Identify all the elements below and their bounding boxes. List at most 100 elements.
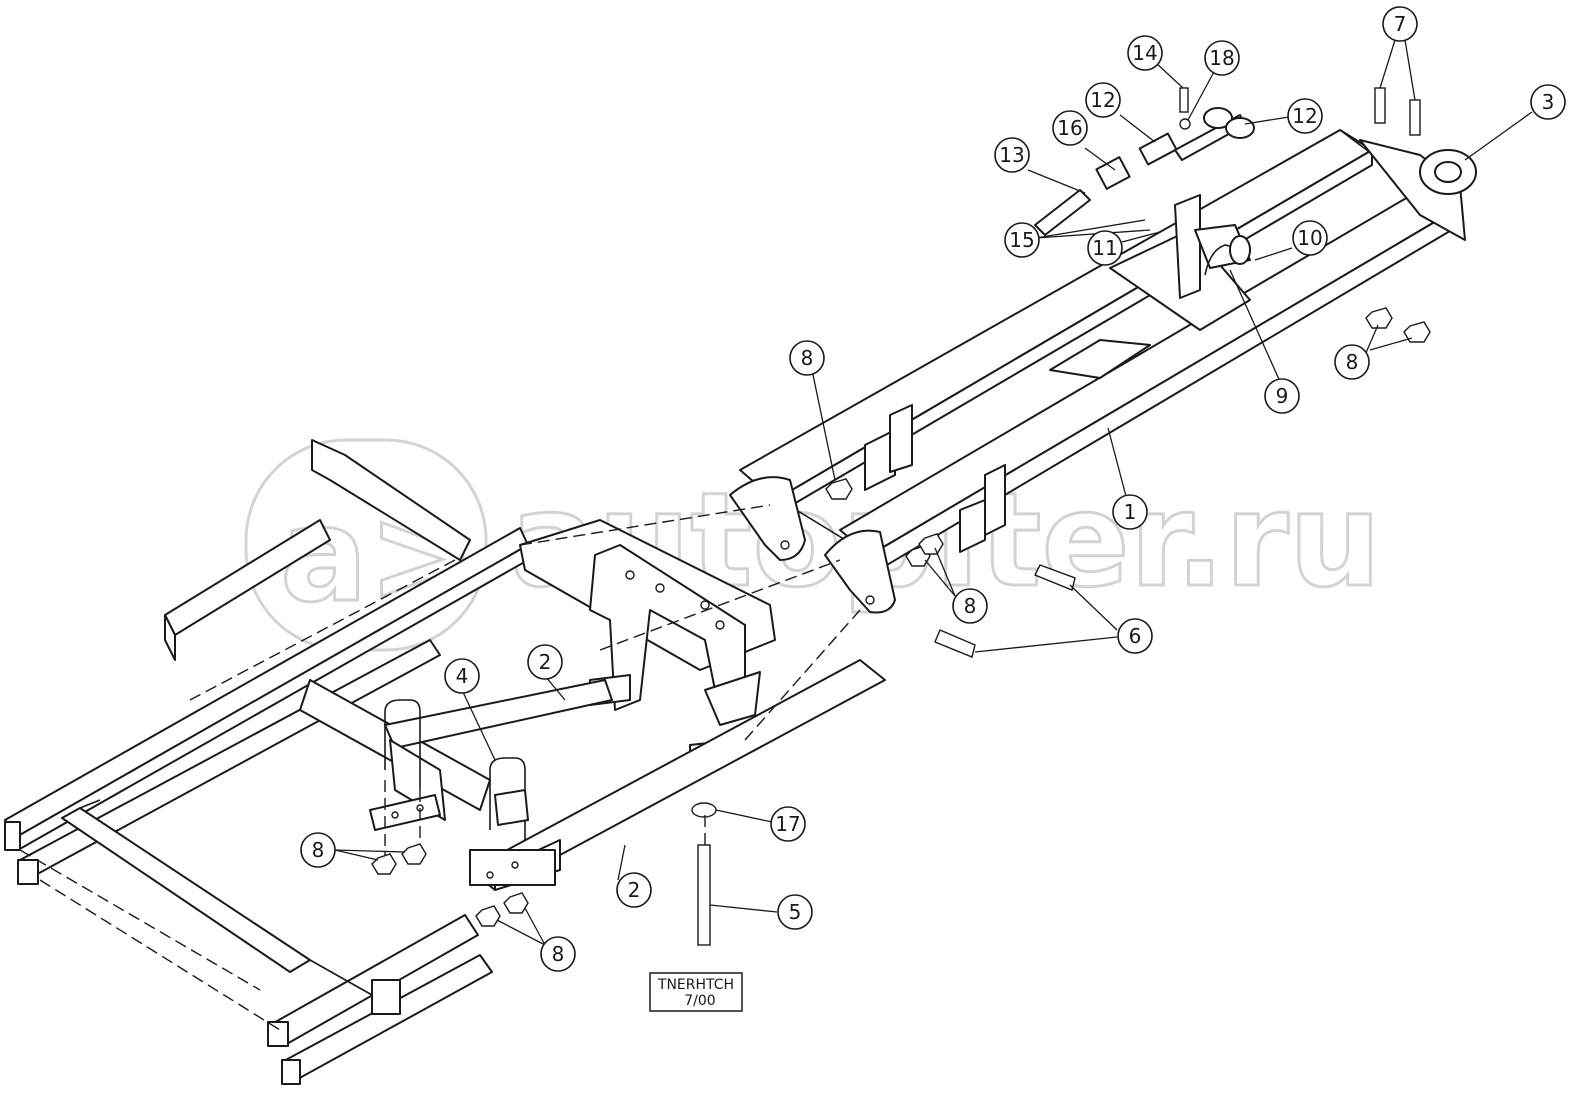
bolt-5 [697,844,711,946]
callout-9: 9 [1264,378,1300,414]
callout-8-a-label: 8 [801,346,814,370]
callout-6: 6 [1117,618,1153,654]
callout-17-label: 17 [775,812,800,836]
callout-12-a: 12 [1085,82,1121,118]
callout-4: 4 [444,658,480,694]
plate-left [369,794,441,831]
cross-bar-3 [311,439,471,561]
nut-8-front-b [1403,321,1431,343]
callout-3-label: 3 [1542,90,1555,114]
callout-18-label: 18 [1209,46,1234,70]
rail-lower-end [17,859,39,885]
rail-upper-side [17,544,529,851]
hose-13 [1034,189,1091,236]
u-bolt-b-bracket [494,789,529,826]
upright-3 [959,499,986,553]
callout-8-b-label: 8 [1346,350,1359,374]
assembly-lines [19,504,861,1031]
bolt-7-b [1409,99,1421,136]
bolt-14 [1179,87,1189,113]
jack-coupler [1229,235,1251,265]
washer-17 [691,802,717,818]
ladder-frame [4,439,529,1085]
hitch-plate [589,544,746,716]
nut-8-lower-b [503,892,529,914]
callout-9-label: 9 [1276,384,1289,408]
upright-4 [984,464,1006,536]
callout-17: 17 [770,806,806,842]
leaders [334,39,1533,946]
upright-1 [864,429,896,491]
strut-1-end [267,1021,289,1047]
callout-15: 15 [1004,222,1040,258]
callout-11: 11 [1087,230,1123,266]
callout-2-a-label: 2 [539,650,552,674]
hardware [371,87,1431,946]
callout-10: 10 [1292,220,1328,256]
callout-6-label: 6 [1129,624,1142,648]
callout-5-label: 5 [789,900,802,924]
callout-4-label: 4 [456,664,469,688]
callout-8-c-label: 8 [964,594,977,618]
bolt-6-b [934,629,976,658]
callout-7-label: 7 [1394,12,1407,36]
nut-8-left-a [371,853,397,875]
u-bolts [384,699,529,840]
rail-lower [19,639,441,879]
callout-13: 13 [994,137,1030,173]
callout-14-label: 14 [1132,41,1157,65]
jack-assembly [1034,87,1255,299]
callout-8-a: 8 [789,340,825,376]
fitting-12 [1138,132,1178,166]
upright-2 [889,404,913,473]
ring-18-b [1225,117,1255,139]
nut-8-front-a [1365,307,1393,329]
u-bolt-a [384,699,421,790]
nut-8-left-b [401,843,427,865]
callouts: 14 18 7 12 12 3 13 16 15 11 10 8 8 9 1 8… [300,6,1566,972]
callout-8-d-label: 8 [312,838,325,862]
strut-socket [371,979,401,1015]
callout-2-b-label: 2 [628,878,641,902]
bolt-7-a [1374,87,1386,124]
clevis-upper [729,476,806,561]
front-end [1359,139,1466,241]
main-frame [729,129,1477,614]
callout-16: 16 [1052,110,1088,146]
callout-3: 3 [1530,84,1566,120]
cross-bar-1 [61,807,311,973]
nut-8-clevis [825,478,853,500]
strut-2-end [281,1059,301,1085]
callout-7: 7 [1382,6,1418,42]
callout-10-label: 10 [1297,226,1322,250]
deck-cross-1 [1049,339,1151,379]
bolt-6-a [1034,564,1076,591]
callout-8-e-label: 8 [552,942,565,966]
drawing-tag: TNERHTCH 7/00 [649,972,743,1012]
jack-hose [1204,244,1246,276]
callout-8-c: 8 [952,588,988,624]
callout-5: 5 [777,894,813,930]
callout-14: 14 [1127,35,1163,71]
callout-11-label: 11 [1092,236,1117,260]
callout-15-label: 15 [1009,228,1034,252]
callout-8-e: 8 [540,936,576,972]
ring-18-a [1203,107,1233,129]
hitch-socket [704,671,761,726]
u-bolt-b [489,757,526,840]
callout-12-a-label: 12 [1090,88,1115,112]
callout-1: 1 [1112,494,1148,530]
callout-13-label: 13 [999,143,1024,167]
cross-bar-2-end [164,614,176,661]
callout-1-label: 1 [1124,500,1137,524]
callout-2-b: 2 [616,872,652,908]
clevis-lower [824,529,896,614]
callout-12-b-label: 12 [1292,104,1317,128]
callout-8-d: 8 [300,832,336,868]
callout-2-a: 2 [527,644,563,680]
rail-upper-end [4,821,21,851]
callout-12-b: 12 [1287,98,1323,134]
callout-16-label: 16 [1057,116,1082,140]
